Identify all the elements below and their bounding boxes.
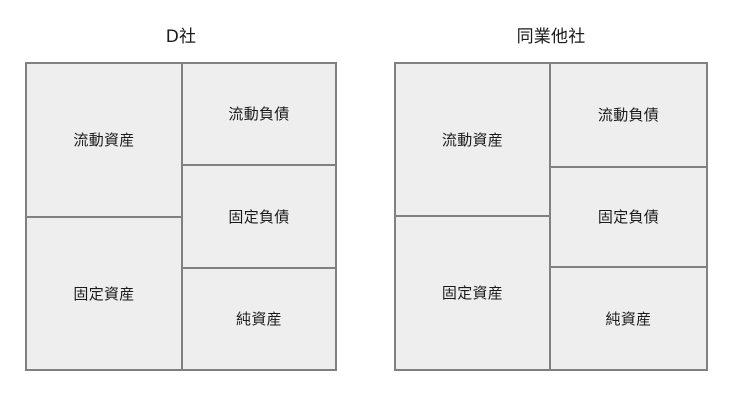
panel-title-right: 同業他社 — [516, 27, 586, 47]
cell-left-current-liabilities: 流動負債 — [183, 64, 335, 164]
divider-right-liabilities-lower — [549, 266, 708, 268]
cell-left-fixed-assets: 固定資産 — [27, 218, 181, 369]
divider-left-liabilities-upper — [181, 164, 337, 166]
cell-left-fixed-liabilities: 固定負債 — [183, 166, 335, 267]
divider-right-liabilities-upper — [549, 166, 708, 168]
divider-left-assets — [25, 216, 183, 218]
cell-left-current-assets: 流動資産 — [27, 64, 181, 216]
cell-right-fixed-assets: 固定資産 — [396, 217, 549, 369]
cell-left-net-assets: 純資産 — [183, 269, 335, 369]
divider-left-liabilities-lower — [181, 267, 337, 269]
cell-right-current-liabilities: 流動負債 — [551, 64, 706, 166]
panel-title-left: D社 — [165, 27, 197, 47]
cell-right-fixed-liabilities: 固定負債 — [551, 168, 706, 266]
cell-right-net-assets: 純資産 — [551, 268, 706, 369]
cell-right-current-assets: 流動資産 — [396, 64, 549, 215]
divider-right-assets — [394, 215, 551, 217]
